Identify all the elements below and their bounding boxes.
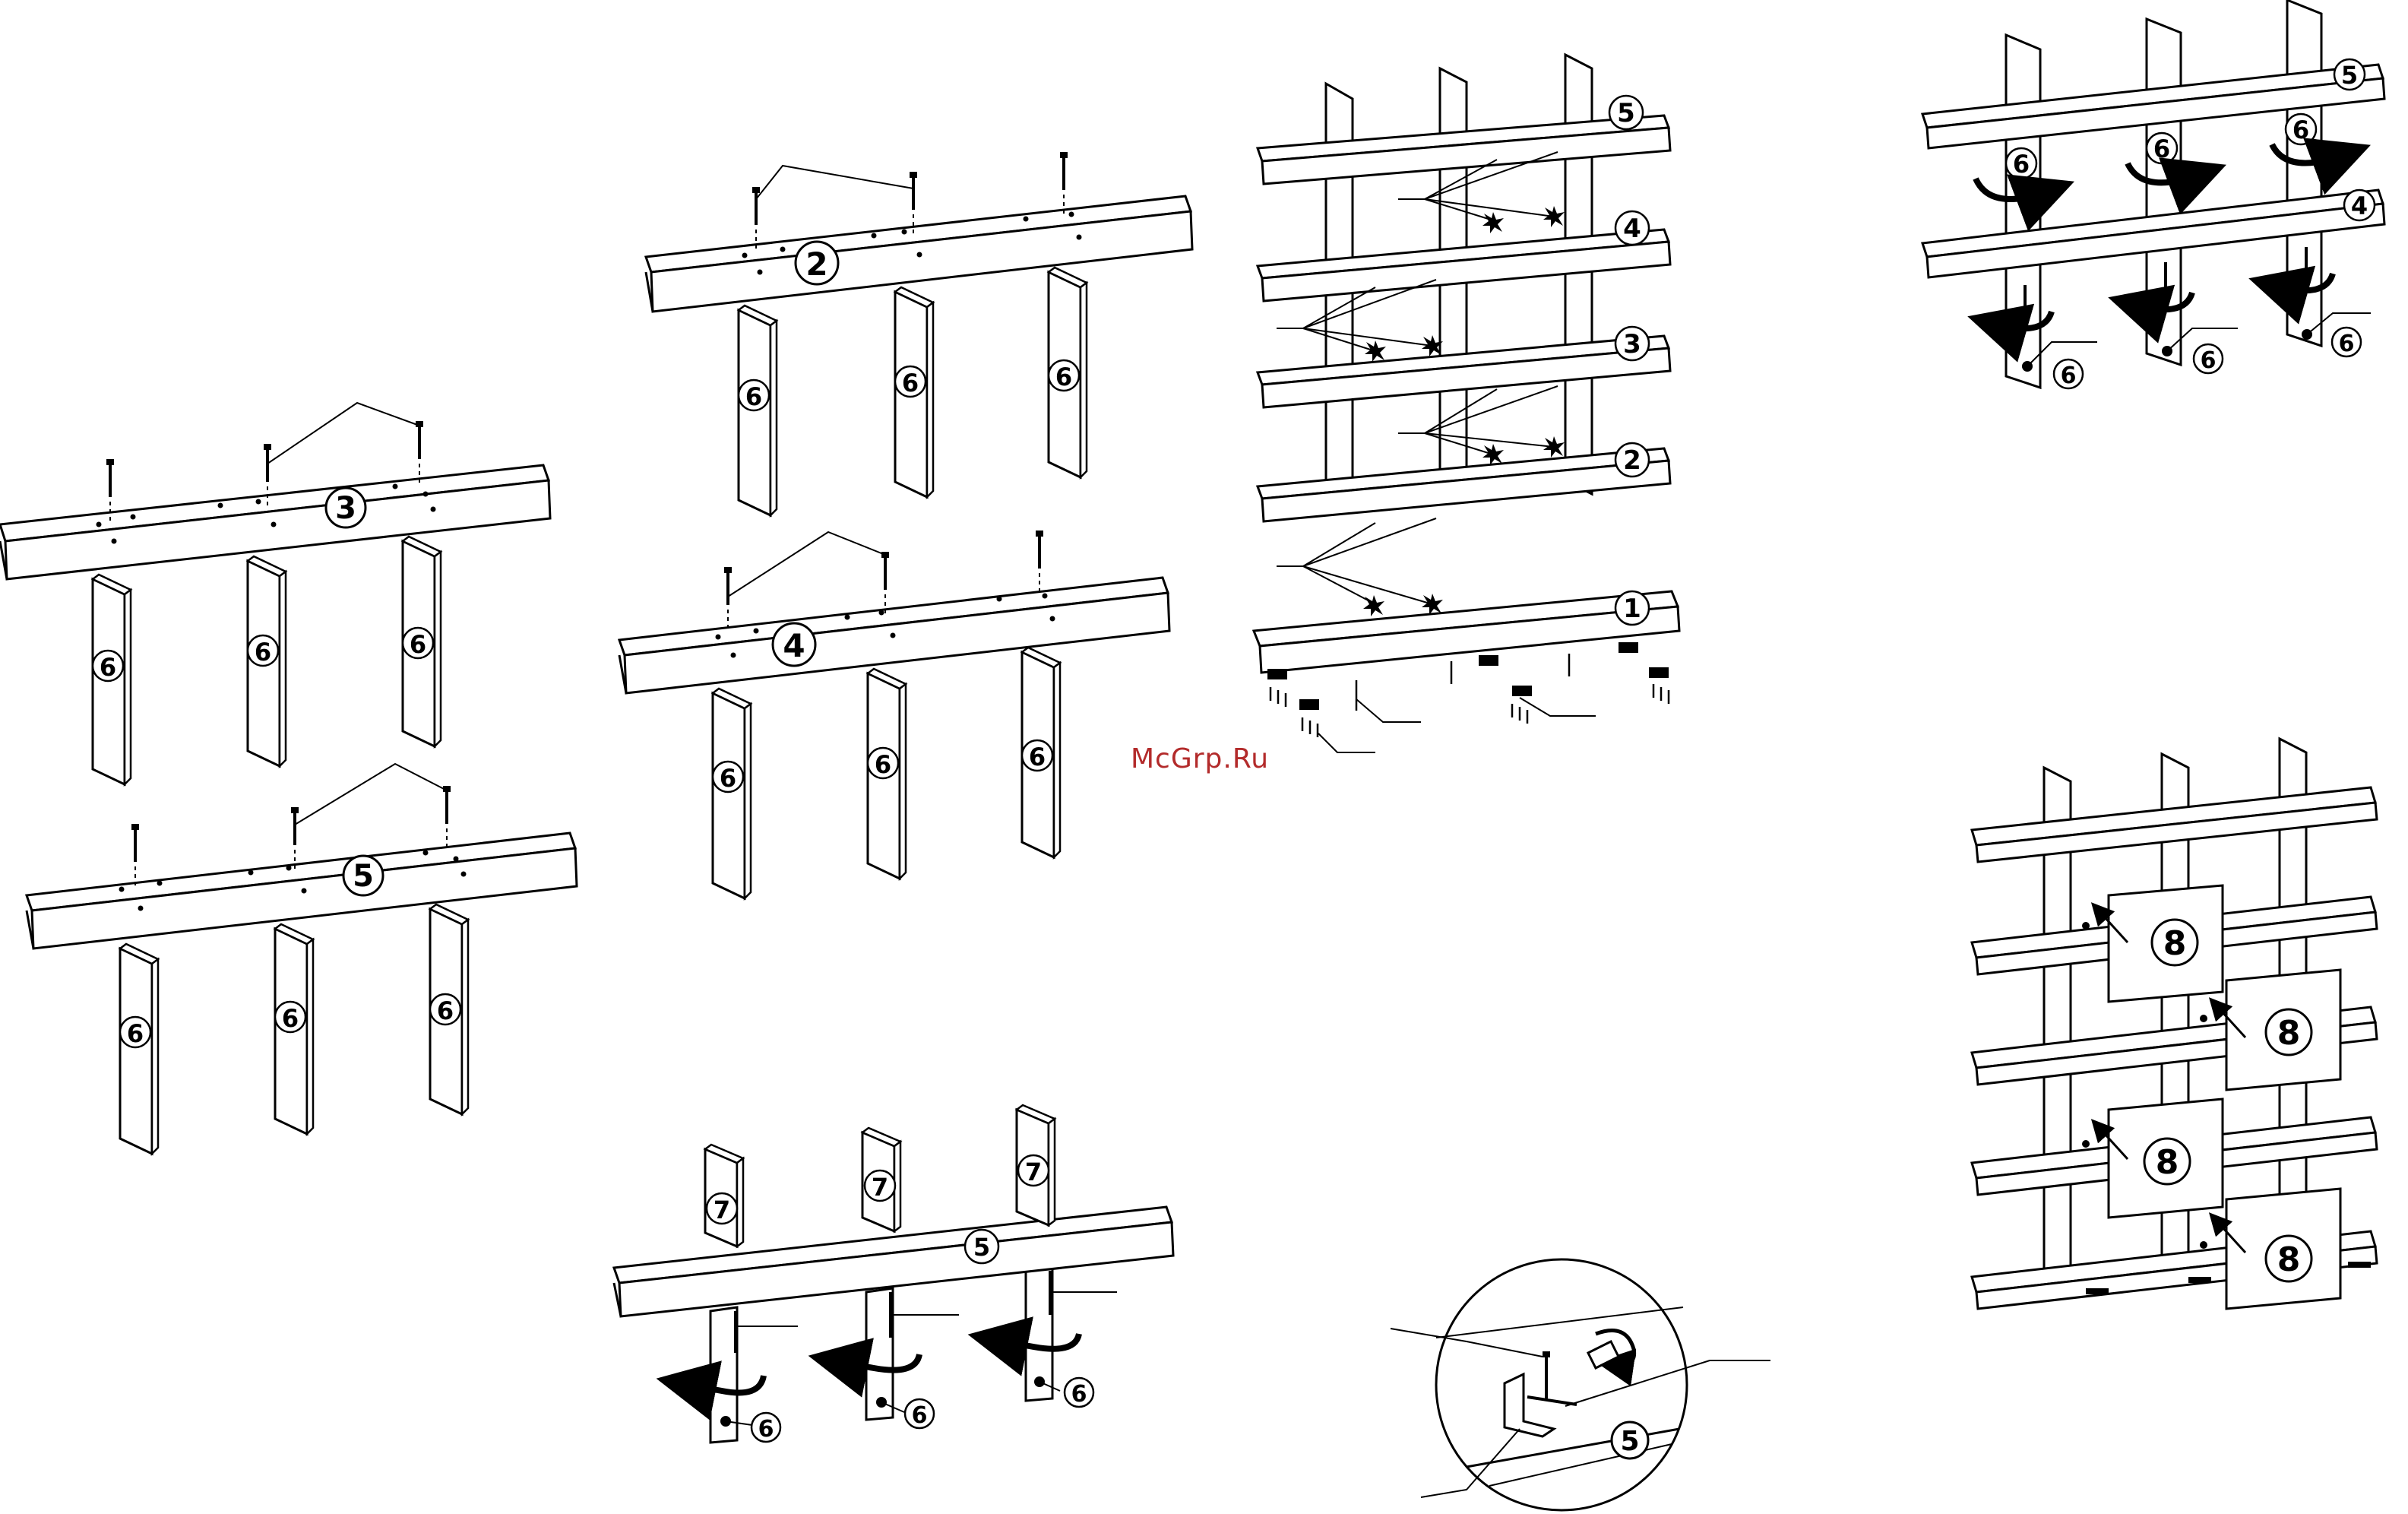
- panel-label: 6: [127, 1019, 144, 1048]
- panel-label: 6: [2293, 116, 2309, 144]
- panel-label: 6: [410, 630, 426, 659]
- panel-label: 6: [2153, 135, 2170, 163]
- step-panels-7: 5 7 7 7 6 6 6: [614, 1105, 1173, 1443]
- step-shelf-5: 5 6 6 6: [27, 764, 577, 1154]
- shelf-label: 4: [2351, 192, 2368, 220]
- door-label: 8: [2277, 1240, 2301, 1279]
- panel-label: 6: [720, 764, 736, 793]
- panel-label: 6: [1029, 743, 1046, 771]
- panel-label: 6: [2201, 347, 2217, 374]
- shelf-label: 4: [783, 627, 805, 664]
- shelf-label: 2: [805, 245, 827, 283]
- shelf-label: 5: [353, 859, 374, 894]
- shelf-label: 5: [2341, 61, 2358, 90]
- shelf-label: 3: [1623, 329, 1641, 359]
- shelf-label: 5: [1617, 98, 1635, 128]
- panel-label: 6: [912, 1402, 928, 1429]
- panel-label: 6: [2339, 331, 2355, 357]
- shelf-label: 2: [1623, 445, 1641, 476]
- panel-label: 7: [872, 1173, 888, 1202]
- step-shelf-2: 2 6 6 6: [646, 152, 1192, 515]
- panel-label: 6: [2013, 150, 2030, 179]
- panel-label: 6: [255, 638, 271, 667]
- panel-label: 6: [875, 750, 891, 779]
- door-label: 8: [2156, 1143, 2179, 1182]
- shelf-label: 5: [973, 1233, 990, 1262]
- panel-label: 7: [1025, 1158, 1042, 1186]
- step-shelf-4: 4 6 6 6: [619, 531, 1169, 898]
- detail-label: 5: [1620, 1426, 1639, 1457]
- final-assembly: 8 8 8 8: [1972, 739, 2377, 1309]
- rotate-step: 5 4 6 6 6 6 6 6: [1922, 0, 2384, 389]
- panel-label: 6: [745, 382, 762, 411]
- tower-assembly: 5 4 3 2 1: [1254, 55, 1679, 752]
- panel-label: 6: [437, 996, 454, 1025]
- panel-label: 6: [1055, 363, 1072, 391]
- panel-label: 6: [758, 1416, 774, 1443]
- panel-label: 6: [100, 653, 116, 682]
- bracket-detail: 5: [1391, 1259, 1770, 1510]
- shelf-label: 1: [1623, 594, 1641, 624]
- step-shelf-3: 3 6 6 6: [0, 403, 550, 784]
- panel-label: 6: [2061, 363, 2077, 389]
- door-label: 8: [2277, 1014, 2301, 1053]
- shelf-label: 4: [1623, 214, 1641, 244]
- watermark: McGrp.Ru: [1131, 743, 1269, 774]
- panel-label: 7: [714, 1196, 730, 1224]
- door-label: 8: [2163, 924, 2187, 963]
- panel-label: 6: [1071, 1381, 1087, 1408]
- panel-label: 6: [282, 1004, 299, 1033]
- panel-label: 6: [902, 369, 919, 398]
- shelf-label: 3: [335, 491, 356, 526]
